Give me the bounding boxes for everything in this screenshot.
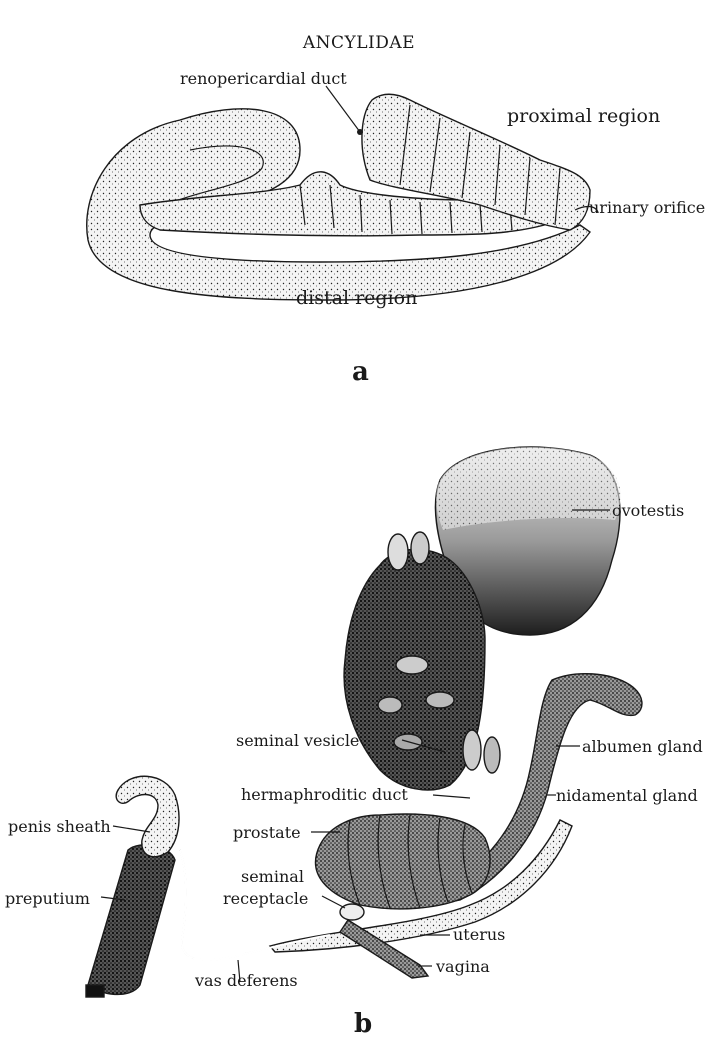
panel-letter-b: b xyxy=(354,1009,372,1039)
label-penis-sheath: penis sheath xyxy=(8,817,111,836)
label-prostate: prostate xyxy=(233,823,301,842)
panel-letter-a: a xyxy=(352,357,369,387)
label-hermaphroditic-duct: hermaphroditic duct xyxy=(241,785,408,804)
figure-title: ANCYLIDAE xyxy=(302,33,415,53)
label-vas-deferens: vas deferens xyxy=(194,971,298,990)
reproductive-system-illustration xyxy=(86,447,642,997)
label-seminal-receptacle-line2: receptacle xyxy=(223,889,308,908)
label-vagina: vagina xyxy=(435,957,490,976)
preputium-shape xyxy=(88,845,175,995)
label-seminal-receptacle-line1: seminal xyxy=(241,867,304,886)
label-nidamental-gland: nidamental gland xyxy=(556,786,698,805)
label-ovotestis: ovotestis xyxy=(612,501,684,520)
label-urinary-orifice: urinary orifice xyxy=(589,198,705,217)
label-albumen-gland: albumen gland xyxy=(582,737,703,756)
label-uterus: uterus xyxy=(453,925,505,944)
label-seminal-vesicle: seminal vesicle xyxy=(236,731,359,750)
penis-sheath-shape xyxy=(116,776,179,856)
label-preputium: preputium xyxy=(5,889,90,908)
label-distal-region: distal region xyxy=(296,287,417,309)
label-proximal-region: proximal region xyxy=(507,105,660,127)
label-renopericardial-duct: renopericardial duct xyxy=(180,69,347,88)
